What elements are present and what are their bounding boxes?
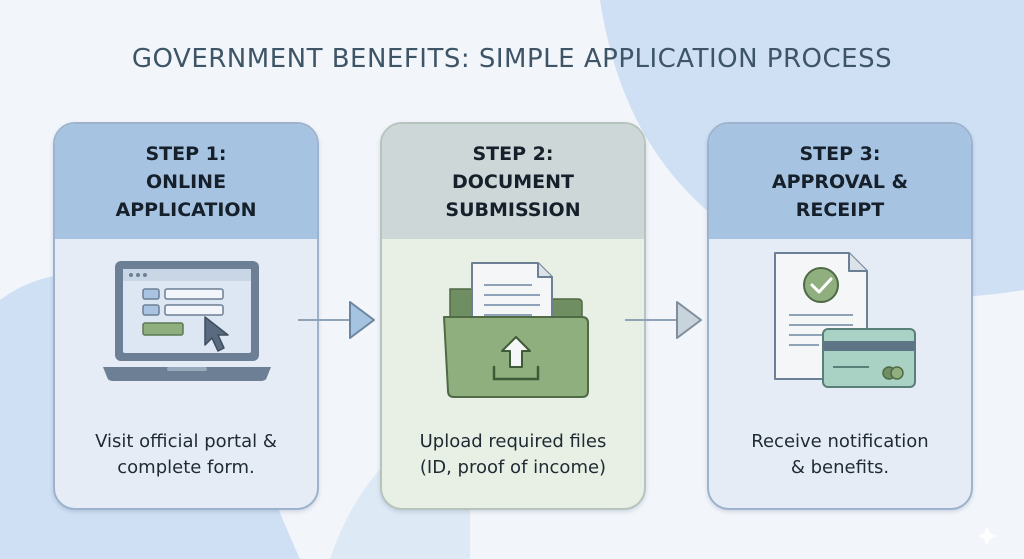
step-title-line: DOCUMENT (451, 170, 575, 193)
step-number: STEP 1: (145, 142, 227, 165)
step-description-line: complete form. (117, 457, 255, 478)
step-card-approval-receipt: STEP 3: APPROVAL & RECEIPT Receive notif… (707, 122, 973, 510)
step-card-online-application: STEP 1: ONLINE APPLICATION Visit officia… (53, 122, 319, 510)
step-header: STEP 2: DOCUMENT SUBMISSION (382, 124, 644, 239)
step-description: Receive notification & benefits. (709, 429, 971, 481)
step-description-line: Receive notification (751, 431, 929, 452)
folder-upload-icon (443, 262, 589, 398)
arrow-right-icon (298, 301, 375, 339)
arrow-right-icon (625, 301, 702, 339)
approved-document-card-icon (774, 252, 916, 388)
page-title: GOVERNMENT BENEFITS: SIMPLE APPLICATION … (131, 44, 893, 74)
laptop-form-icon (103, 261, 271, 381)
sparkle-icon (976, 525, 998, 547)
step-title-line: SUBMISSION (445, 198, 581, 221)
step-number: STEP 3: (799, 142, 881, 165)
step-description-line: Upload required files (419, 431, 607, 452)
step-title-line: APPLICATION (115, 198, 257, 221)
step-description: Visit official portal & complete form. (55, 429, 317, 481)
step-description: Upload required files (ID, proof of inco… (382, 429, 644, 481)
step-card-document-submission: STEP 2: DOCUMENT SUBMISSION Upload requi… (380, 122, 646, 510)
step-title-line: RECEIPT (795, 198, 885, 221)
step-title-line: APPROVAL & (771, 170, 909, 193)
step-description-line: Visit official portal & (95, 431, 277, 452)
step-description-line: & benefits. (790, 457, 890, 478)
step-description-line: (ID, proof of income) (419, 457, 607, 478)
step-title-line: ONLINE (145, 170, 227, 193)
step-header: STEP 1: ONLINE APPLICATION (55, 124, 317, 239)
step-header: STEP 3: APPROVAL & RECEIPT (709, 124, 971, 239)
step-number: STEP 2: (472, 142, 554, 165)
